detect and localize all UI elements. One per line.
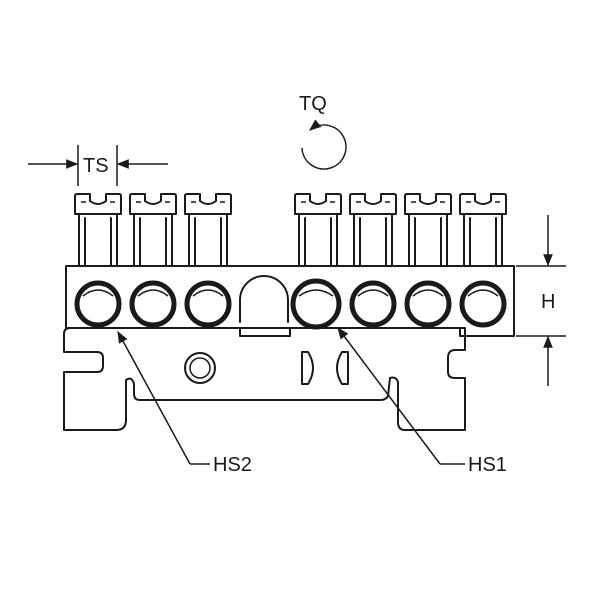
- tq-label: TQ: [299, 93, 327, 115]
- clip-slot-left: [301, 351, 314, 385]
- ts-label: TS: [83, 155, 109, 177]
- screw: [294, 193, 342, 267]
- wire-hole: [290, 278, 342, 330]
- h-label: H: [541, 291, 555, 313]
- torque-arrow-icon: [301, 119, 347, 170]
- wire-hole-screw-tip: [137, 289, 169, 297]
- screw: [404, 193, 452, 267]
- screw: [349, 193, 397, 267]
- screw: [74, 193, 122, 267]
- wire-hole-screw-tip: [467, 289, 499, 297]
- bar-notch: [239, 275, 289, 323]
- mounting-base: [63, 327, 466, 431]
- wire-hole-screw-tip: [412, 289, 444, 297]
- wire-holes: [74, 278, 507, 330]
- mounting-hole-inner: [189, 357, 211, 379]
- hs2-leader: [117, 330, 191, 465]
- hs1-leader: [337, 327, 441, 465]
- wire-hole-screw-tip: [298, 289, 334, 297]
- screw: [184, 193, 232, 267]
- screw: [459, 193, 507, 267]
- wire-hole-screw-tip: [82, 289, 114, 297]
- hs1-label: HS1: [468, 454, 507, 476]
- hs2-label: HS2: [213, 454, 252, 476]
- wire-hole-screw-tip: [192, 289, 224, 297]
- mounting-hole: [184, 352, 216, 384]
- wire-hole-screw-tip: [357, 289, 389, 297]
- clip-slot-right: [336, 351, 349, 385]
- terminal-bar: [65, 265, 515, 337]
- screws: [74, 193, 507, 267]
- screw: [129, 193, 177, 267]
